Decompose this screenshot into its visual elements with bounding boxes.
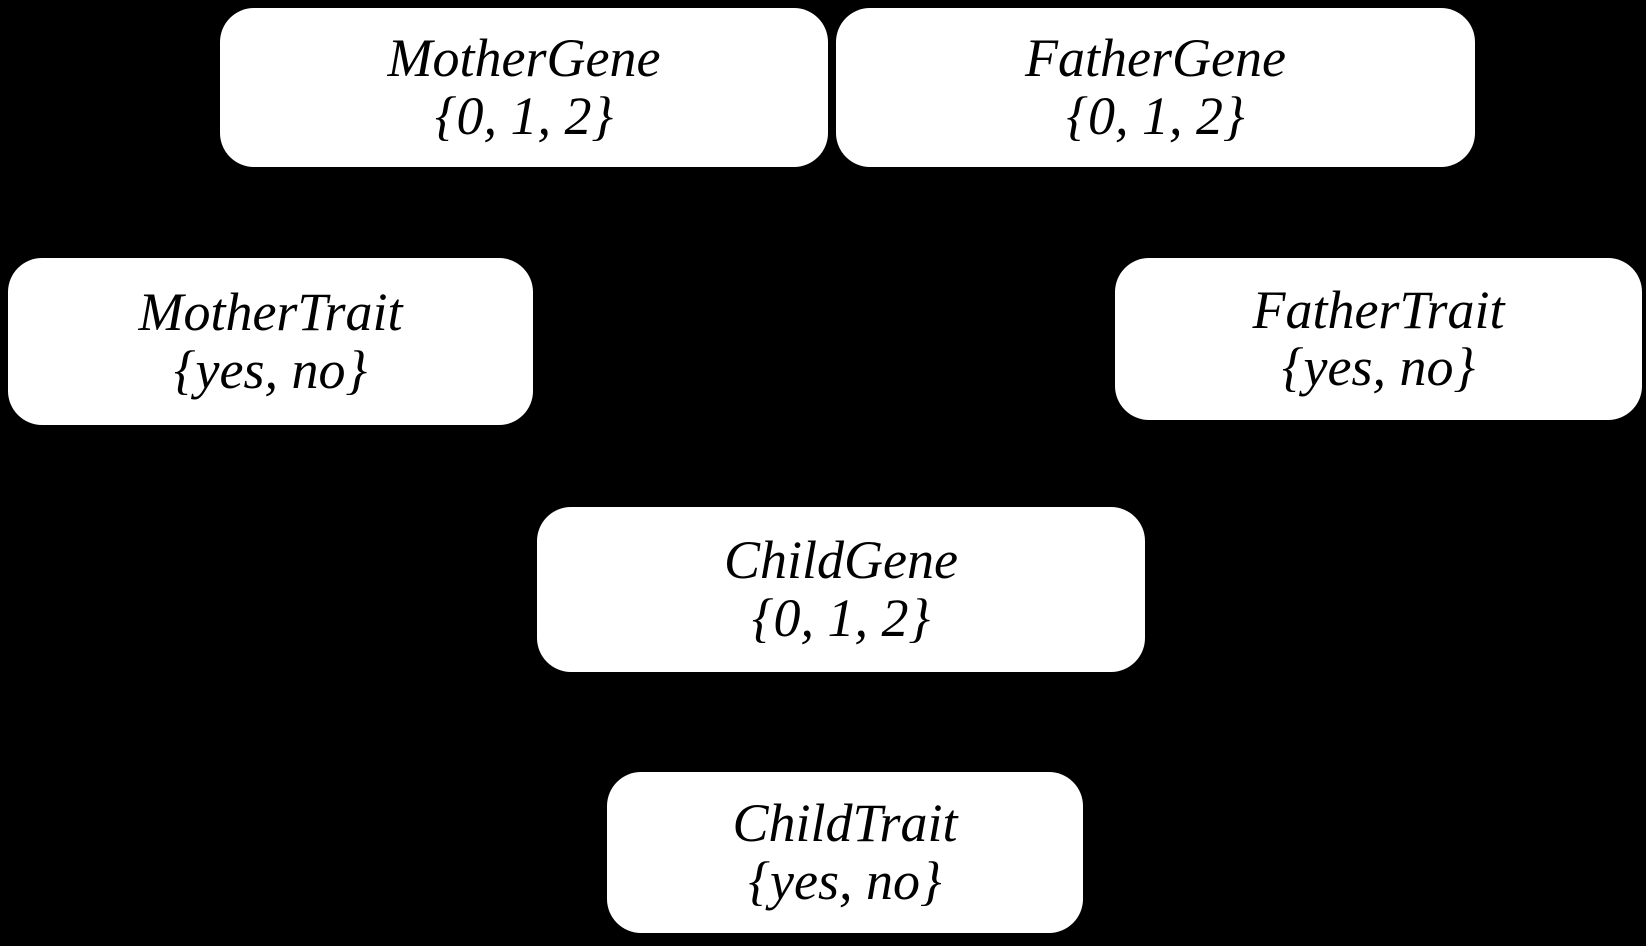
node-mother-gene[interactable]: MotherGene {0, 1, 2} bbox=[220, 8, 828, 167]
node-child-gene-domain: {0, 1, 2} bbox=[751, 587, 931, 648]
node-father-trait[interactable]: FatherTrait {yes, no} bbox=[1115, 258, 1642, 420]
node-child-trait[interactable]: ChildTrait {yes, no} bbox=[607, 772, 1083, 933]
node-mother-gene-label: MotherGene bbox=[387, 28, 661, 89]
node-child-gene-label: ChildGene bbox=[724, 530, 958, 591]
node-father-trait-domain: {yes, no} bbox=[1281, 337, 1476, 397]
node-mother-trait-label: MotherTrait bbox=[138, 282, 403, 343]
node-mother-trait-domain: {yes, no} bbox=[173, 339, 368, 400]
node-mother-gene-domain: {0, 1, 2} bbox=[434, 85, 614, 146]
node-child-trait-domain: {yes, no} bbox=[748, 850, 942, 911]
node-father-gene[interactable]: FatherGene {0, 1, 2} bbox=[836, 8, 1475, 167]
node-father-gene-domain: {0, 1, 2} bbox=[1066, 85, 1245, 146]
node-mother-trait[interactable]: MotherTrait {yes, no} bbox=[8, 258, 533, 425]
node-father-trait-label: FatherTrait bbox=[1252, 279, 1505, 340]
node-child-trait-label: ChildTrait bbox=[732, 793, 958, 854]
node-father-gene-label: FatherGene bbox=[1025, 28, 1286, 89]
node-child-gene[interactable]: ChildGene {0, 1, 2} bbox=[537, 507, 1145, 672]
